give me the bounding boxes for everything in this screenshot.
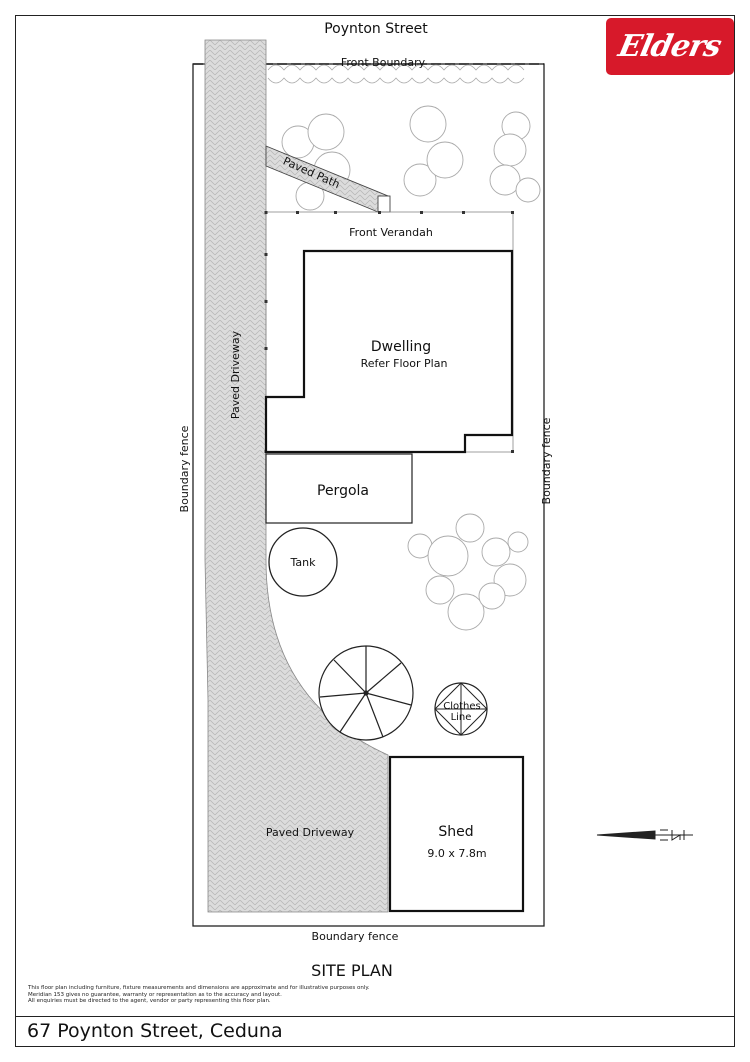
water-tank: Tank [268, 527, 338, 597]
north-arrow-icon [596, 829, 693, 841]
clothes-line: Clothes Line [434, 682, 488, 736]
dwelling-note: Refer Floor Plan [361, 357, 448, 370]
front-verandah-label: Front Verandah [349, 226, 433, 239]
tank-label: Tank [290, 556, 317, 569]
pergola-label: Pergola [317, 483, 369, 499]
umbrella [318, 645, 414, 741]
rear-garden-shrubs [407, 513, 529, 631]
shed: Shed 9.0 x 7.8m [388, 755, 525, 913]
front-hedge [267, 64, 525, 84]
elders-logo-text: Elders [615, 29, 725, 64]
disclaimer-line: Meridian 153 gives no guarantee, warrant… [28, 991, 282, 998]
front-garden-shrubs [281, 105, 541, 211]
boundary-fence-left-label: Boundary fence [178, 425, 191, 512]
elders-logo: Elders [606, 18, 734, 75]
shed-size: 9.0 x 7.8m [427, 847, 486, 860]
pergola: Pergola [265, 453, 413, 524]
dwelling: Dwelling Refer Floor Plan [264, 249, 514, 454]
street-label: Poynton Street [324, 21, 428, 37]
boundary-fence-bottom-label: Boundary fence [312, 930, 399, 943]
front-boundary-label: Front Boundary [341, 56, 426, 69]
boundary-fence-right-label: Boundary fence [540, 417, 553, 504]
shed-label: Shed [438, 824, 473, 840]
address-bar: 67 Poynton Street, Ceduna [15, 1016, 735, 1047]
site-plan-title: SITE PLAN [311, 961, 393, 980]
clothes-line-label-1: Clothes [443, 701, 481, 712]
clothes-line-label-2: Line [451, 712, 472, 723]
paved-driveway-area [204, 39, 389, 913]
property-address: 67 Poynton Street, Ceduna [27, 1020, 283, 1042]
paved-path: Paved Path [265, 145, 391, 213]
disclaimer-line: This floor plan including furniture, fix… [28, 985, 370, 991]
dwelling-label: Dwelling [371, 339, 431, 355]
paved-driveway-rear-label: Paved Driveway [266, 826, 355, 839]
paved-driveway-side-label: Paved Driveway [229, 330, 242, 419]
page-frame [15, 15, 735, 1047]
disclaimer-line: All enquiries must be directed to the ag… [28, 998, 271, 1004]
disclaimer: This floor plan including furniture, fix… [28, 985, 428, 1005]
